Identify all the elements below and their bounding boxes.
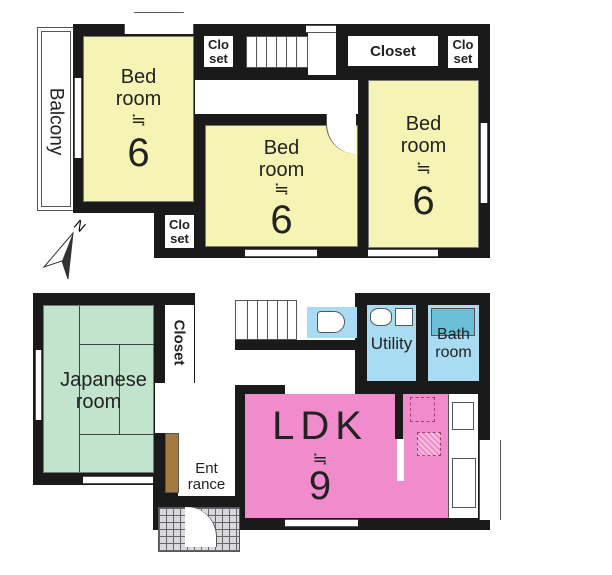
bedroom-1-label-1: Bed <box>120 66 157 88</box>
door-swing <box>330 350 355 394</box>
japanese-room: Japanese room <box>43 305 154 473</box>
closet-a: Clo set <box>204 36 233 67</box>
toilet <box>307 307 357 338</box>
closet-a-label-1: Clo <box>208 37 229 52</box>
bedroom-2-label-1: Bed <box>263 137 300 159</box>
japanese-room-label-1: Japanese <box>60 369 147 391</box>
window <box>285 519 358 527</box>
window <box>35 350 42 420</box>
kitchen-wall <box>395 394 403 439</box>
bathtub-icon <box>431 308 475 336</box>
window <box>74 78 82 158</box>
bedroom-2-size: 6 <box>270 198 293 242</box>
bedroom-2-label-2: room <box>258 159 305 181</box>
stove-icon <box>452 402 474 430</box>
bedroom-1-approx: ≒ <box>130 110 147 130</box>
bay-window <box>124 12 194 34</box>
closet-b: Closet <box>348 36 438 66</box>
entrance: Ent rance <box>178 433 235 496</box>
utility: Utility <box>367 305 416 381</box>
upper-hallway <box>195 80 358 114</box>
bedroom-3-approx: ≒ <box>415 158 432 178</box>
ldk-size: 9 <box>308 464 332 508</box>
partition <box>397 439 404 481</box>
closet-c-label-1: Clo <box>452 37 474 52</box>
sink-icon <box>370 308 392 326</box>
closet-c-label-2: set <box>453 51 473 66</box>
window <box>368 249 438 257</box>
balcony: Balcony <box>37 27 75 211</box>
closet-c: Clo set <box>448 36 478 68</box>
window <box>245 249 317 257</box>
shoe-cabinet <box>165 433 179 493</box>
bedroom-3-label-1: Bed <box>405 113 442 135</box>
washer-icon <box>395 308 413 326</box>
closet-d: Clo set <box>165 215 194 248</box>
fridge-space <box>410 397 435 422</box>
kitchen-counter <box>448 394 478 518</box>
closet-lower-label: Closet <box>170 319 188 366</box>
bathroom-label-1: Bath <box>437 326 470 343</box>
balcony-label: Balcony <box>45 87 67 156</box>
compass-north-label: N <box>71 216 89 235</box>
dishwasher-space <box>417 432 441 456</box>
bedroom-1-label-2: room <box>115 88 162 110</box>
stairs-upper <box>246 36 308 68</box>
bedroom-1-size: 6 <box>127 131 150 175</box>
stairs-lower <box>235 300 297 340</box>
window <box>479 440 501 520</box>
window <box>306 25 336 33</box>
window <box>83 476 153 484</box>
ldk-label: LDK <box>272 404 368 448</box>
bedroom-3-size: 6 <box>412 179 435 223</box>
kitchen-sink-icon <box>452 458 476 508</box>
toilet-icon <box>317 311 345 333</box>
japanese-room-label-2: room <box>75 391 122 413</box>
stair-wall <box>235 340 355 350</box>
lower-cutout-left <box>33 485 153 535</box>
bedroom-3-label-2: room <box>400 135 447 157</box>
north-compass-icon: N <box>42 216 89 280</box>
hall-wall <box>235 385 285 395</box>
entrance-label-1: Ent <box>195 460 218 477</box>
closet-lower: Closet <box>165 305 194 383</box>
bedroom-1: Bed room ≒ 6 <box>83 36 194 202</box>
bedroom-2-approx: ≒ <box>273 179 290 199</box>
utility-label: Utility <box>370 334 413 353</box>
bedroom-2: Bed room ≒ 6 <box>205 125 358 247</box>
ldk: LDK ≒ 9 <box>245 394 448 518</box>
bathroom-label-2: room <box>435 344 472 361</box>
closet-d-label-1: Clo <box>169 217 190 232</box>
stair-landing <box>308 33 336 75</box>
closet-d-label-2: set <box>170 231 189 246</box>
bedroom-3: Bed room ≒ 6 <box>368 80 479 248</box>
closet-a-label-2: set <box>209 51 228 66</box>
entrance-label-2: rance <box>187 476 226 493</box>
window <box>480 123 488 203</box>
bathroom: Bath room <box>428 305 479 381</box>
ldk-approx: ≒ <box>312 449 328 469</box>
hall-entrance-area <box>155 383 235 433</box>
closet-b-label: Closet <box>370 43 416 60</box>
